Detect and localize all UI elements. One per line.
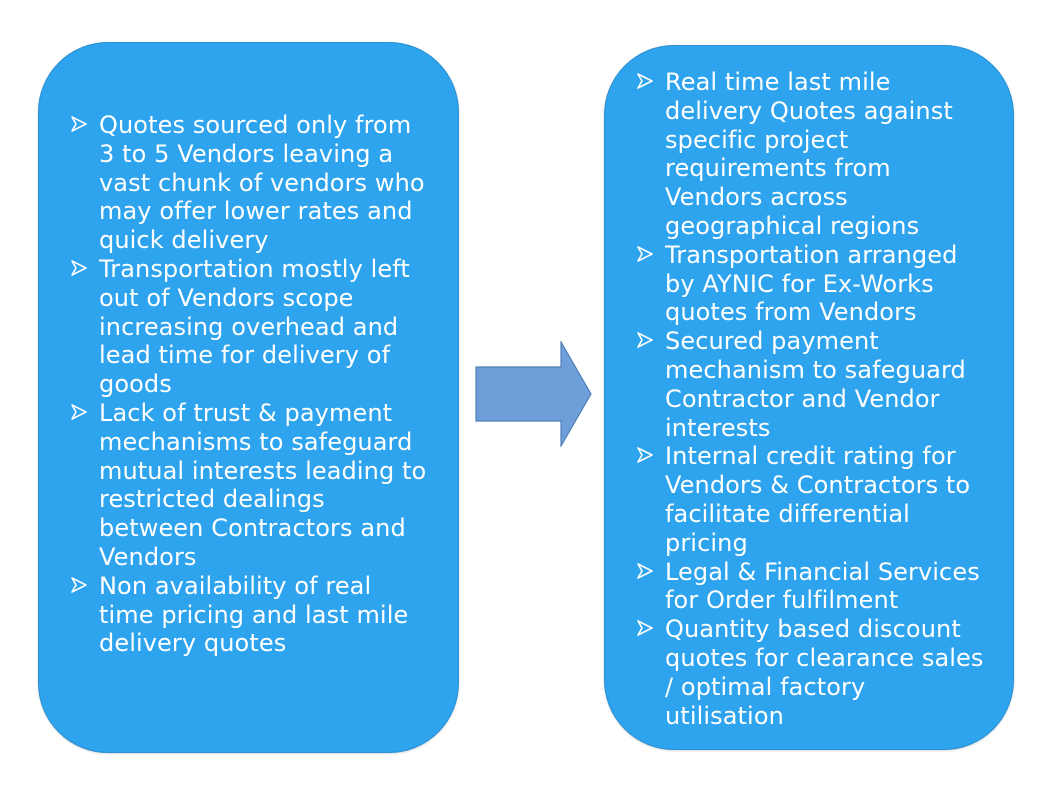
list-item: Secured payment mechanism to safeguard C… <box>636 327 988 442</box>
list-item: Real time last mile delivery Quotes agai… <box>636 68 988 241</box>
list-item-text: Internal credit rating for Vendors & Con… <box>665 442 971 557</box>
current-state-panel: Quotes sourced only from 3 to 5 Vendors … <box>38 42 459 753</box>
current-state-list: Quotes sourced only from 3 to 5 Vendors … <box>70 111 430 658</box>
solution-panel: Real time last mile delivery Quotes agai… <box>604 45 1014 750</box>
right-arrow-icon <box>475 339 593 449</box>
arrowhead-bullet-icon <box>636 559 656 583</box>
list-item: Lack of trust & payment mechanisms to sa… <box>70 399 430 572</box>
list-item-text: Secured payment mechanism to safeguard C… <box>665 327 966 442</box>
list-item-text: Transportation mostly left out of Vendor… <box>99 254 410 399</box>
arrowhead-bullet-icon <box>636 328 656 352</box>
list-item-text: Lack of trust & payment mechanisms to sa… <box>99 398 427 571</box>
arrowhead-bullet-icon <box>70 400 90 424</box>
list-item-text: Non availability of real time pricing an… <box>99 571 409 658</box>
list-item: Internal credit rating for Vendors & Con… <box>636 442 988 557</box>
list-item-text: Transportation arranged by AYNIC for Ex-… <box>665 240 958 327</box>
list-item-text: Real time last mile delivery Quotes agai… <box>665 68 953 240</box>
arrowhead-bullet-icon <box>70 256 90 280</box>
list-item-text: Quantity based discount quotes for clear… <box>665 615 984 730</box>
list-item: Transportation mostly left out of Vendor… <box>70 255 430 399</box>
arrowhead-bullet-icon <box>636 242 656 266</box>
list-item: Legal & Financial Services for Order ful… <box>636 558 988 616</box>
list-item-text: Quotes sourced only from 3 to 5 Vendors … <box>99 111 425 255</box>
list-item-text: Legal & Financial Services for Order ful… <box>665 557 980 615</box>
list-item: Transportation arranged by AYNIC for Ex-… <box>636 241 988 327</box>
arrowhead-bullet-icon <box>70 112 90 136</box>
arrowhead-bullet-icon <box>636 616 656 640</box>
solution-list: Real time last mile delivery Quotes agai… <box>636 68 988 730</box>
list-item: Quantity based discount quotes for clear… <box>636 615 988 730</box>
arrowhead-bullet-icon <box>636 69 656 93</box>
list-item: Non availability of real time pricing an… <box>70 572 430 658</box>
arrowhead-bullet-icon <box>70 573 90 597</box>
list-item: Quotes sourced only from 3 to 5 Vendors … <box>70 111 430 255</box>
arrowhead-bullet-icon <box>636 443 656 467</box>
